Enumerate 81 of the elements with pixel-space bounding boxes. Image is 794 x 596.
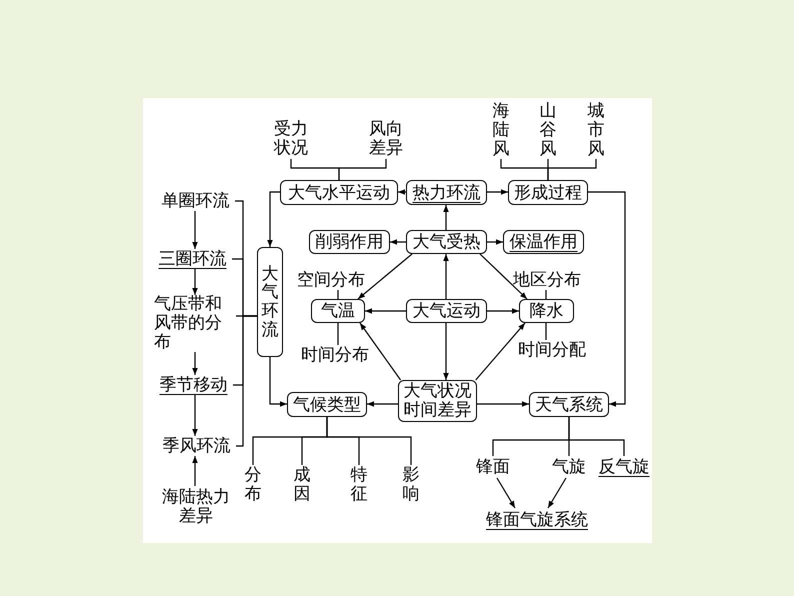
box-label: 大气状况时间差异: [404, 382, 472, 420]
arrow: [480, 254, 528, 300]
text-label: 气旋: [552, 456, 586, 478]
arrow: [475, 322, 526, 380]
arrow: [192, 211, 198, 249]
arrow: [547, 478, 567, 508]
process-box: [503, 230, 584, 254]
arrow: [390, 239, 406, 245]
connector-line: [236, 315, 257, 447]
text-label: 海陆风: [492, 102, 510, 159]
box-label: 保温作用: [510, 231, 578, 254]
box-label: 大气环流: [262, 264, 278, 340]
text-label: 气压带和风带的分布: [154, 295, 222, 352]
text-label: 海陆热力差异: [162, 488, 230, 526]
arrow: [367, 401, 398, 407]
connector-line: [547, 159, 597, 180]
text-label: 山谷风: [540, 102, 556, 159]
text-label: 锋面气旋系统: [486, 509, 588, 532]
text-label: 三圈环流: [158, 248, 226, 270]
arrow: [398, 189, 406, 195]
process-box: [406, 180, 487, 205]
arrow: [443, 323, 449, 380]
text-label: 时间分配: [518, 339, 586, 362]
arrow: [365, 308, 406, 314]
box-label: 天气系统: [535, 394, 603, 416]
box-label: 气温: [321, 300, 355, 322]
arrow: [487, 239, 503, 245]
arrow: [192, 269, 198, 295]
connector-line: [338, 159, 387, 180]
box-label: 削弱作用: [316, 231, 384, 254]
text-label: 地区分布: [513, 269, 581, 292]
arrow: [192, 456, 198, 486]
text-label: 分布: [244, 466, 262, 504]
text-label: 单圈环流: [162, 190, 230, 212]
text-label: 空间分布: [297, 269, 365, 292]
arrow: [269, 357, 287, 407]
text-label: 季风环流: [162, 435, 230, 458]
box-label: 大气运动: [412, 300, 480, 322]
process-box: [309, 230, 390, 254]
box-label: 热力环流: [412, 182, 480, 204]
process-box: [311, 299, 365, 323]
connector-line: [337, 323, 339, 345]
process-box: [398, 380, 477, 422]
arrow: [588, 191, 626, 407]
box-label: 形成过程: [514, 182, 582, 204]
arrow: [487, 308, 519, 314]
connector-line: [545, 323, 547, 340]
process-box: [406, 299, 487, 323]
connector-line: [326, 417, 412, 465]
arrow: [443, 205, 449, 230]
arrow: [267, 191, 280, 247]
process-box: [287, 392, 367, 417]
arrow: [192, 395, 198, 436]
arrow: [358, 254, 412, 300]
arrow: [487, 189, 508, 195]
process-box: [406, 230, 487, 254]
box-label: 降水: [530, 300, 564, 322]
process-box: [257, 247, 283, 357]
process-box: [519, 299, 574, 323]
arrow: [443, 254, 449, 299]
connector-line: [568, 417, 625, 456]
arrow: [192, 352, 198, 375]
box-label: 大气水平运动: [288, 182, 390, 204]
arrow: [496, 478, 516, 508]
text-label: 季节移动: [160, 374, 228, 396]
text-label: 成因: [294, 466, 310, 504]
process-box: [280, 180, 398, 205]
text-label: 受力状况: [274, 120, 308, 158]
text-label: 反气旋: [598, 456, 650, 478]
box-label: 气候类型: [293, 394, 361, 416]
arrow: [360, 322, 402, 380]
text-label: 时间分布: [301, 344, 369, 366]
text-label: 影响: [402, 466, 420, 504]
arrow: [477, 401, 529, 407]
text-label: 城市风: [588, 102, 604, 159]
text-label: 风向差异: [369, 120, 403, 158]
process-box: [508, 180, 588, 205]
text-label: 特征: [350, 466, 368, 504]
box-label: 大气受热: [412, 231, 480, 254]
process-box: [529, 392, 609, 417]
text-label: 锋面: [476, 456, 510, 478]
